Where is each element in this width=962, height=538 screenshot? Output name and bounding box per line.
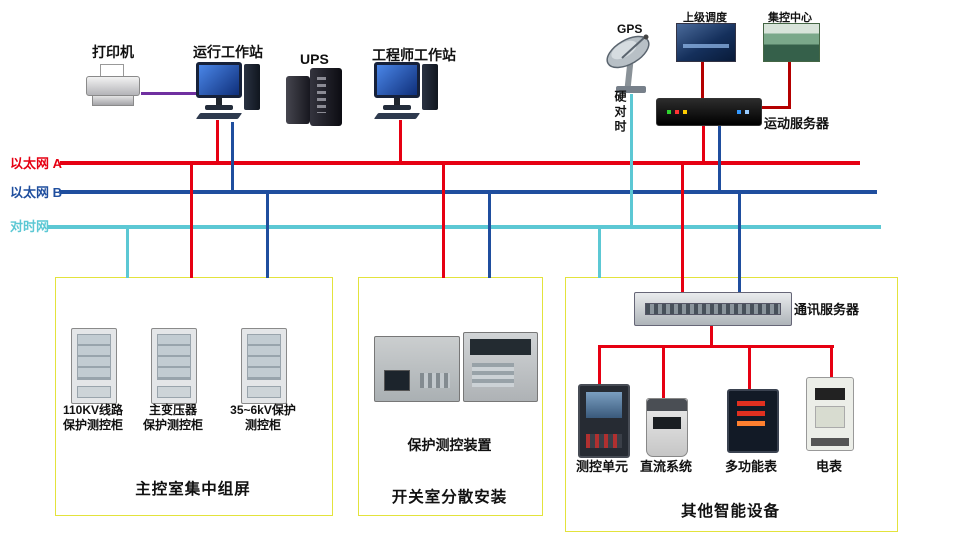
communication-server-label: 通讯服务器 xyxy=(794,302,860,317)
dc-system-label: 直流系统 xyxy=(639,459,692,474)
superior-dispatch-image xyxy=(676,23,736,62)
protection-device-2-icon xyxy=(463,332,538,402)
drop-to-dc-system xyxy=(662,347,665,399)
eth-a-drop-left-panel xyxy=(190,163,193,278)
server-to-center-link-h xyxy=(758,106,791,109)
operator-workstation-icon xyxy=(195,62,260,120)
time-drop-right-panel xyxy=(598,227,601,278)
comm-server-down-drop xyxy=(710,323,713,347)
printer-icon xyxy=(84,64,142,110)
communication-server-icon xyxy=(634,292,792,326)
gps-label: GPS xyxy=(617,22,643,36)
engineer-ws-eth-a-drop xyxy=(399,120,402,163)
mcu-label: 测控单元 xyxy=(575,459,628,474)
control-center-label: 集控中心 xyxy=(768,12,812,24)
telecontrol-server-icon xyxy=(656,98,762,126)
multimeter-label: 多功能表 xyxy=(724,459,777,474)
ethernet-a-bus xyxy=(60,161,860,165)
multifunction-meter-icon xyxy=(727,389,779,453)
eth-b-drop-left-panel xyxy=(266,192,269,278)
gps-dish-icon xyxy=(606,34,650,93)
left-panel-caption: 主控室集中组屏 xyxy=(135,481,251,498)
engineer-ws-label: 工程师工作站 xyxy=(372,47,456,63)
right-panel-caption: 其他智能设备 xyxy=(680,503,780,520)
cabinet-35-6kv-icon xyxy=(241,328,287,404)
ups-label: UPS xyxy=(300,51,329,67)
server-eth-a-drop xyxy=(702,124,705,163)
gps-time-sync-drop xyxy=(630,94,633,228)
cabinet-110kv-label: 110KV线路 保护测控柜 xyxy=(62,403,124,432)
operator-ws-eth-a-drop xyxy=(216,120,219,163)
dc-system-icon xyxy=(646,398,688,457)
cabinet-transformer-icon xyxy=(151,328,197,404)
drop-to-emeter xyxy=(830,347,833,378)
ethernet-b-bus xyxy=(60,190,877,194)
server-eth-b-drop xyxy=(718,124,721,192)
server-to-dispatch-link xyxy=(701,60,704,98)
operator-ws-label: 运行工作站 xyxy=(193,44,263,60)
cabinet-transformer-label: 主变压器 保护测控柜 xyxy=(142,403,203,432)
middle-panel-caption: 开关室分散安装 xyxy=(391,489,508,506)
server-to-center-link-v xyxy=(788,60,791,108)
emeter-label: 电表 xyxy=(815,459,842,474)
time-sync-bus xyxy=(48,225,881,229)
telecontrol-server-label: 运动服务器 xyxy=(764,116,830,131)
protection-device-label: 保护测控装置 xyxy=(407,437,492,453)
time-drop-left-panel xyxy=(126,227,129,278)
operator-ws-eth-b-drop xyxy=(231,122,234,192)
eth-b-drop-right-panel xyxy=(738,192,741,294)
ethernet-b-label: 以太网 B xyxy=(10,185,63,200)
superior-dispatch-label: 上级调度 xyxy=(683,12,727,24)
printer-label: 打印机 xyxy=(92,44,134,60)
control-center-image xyxy=(763,23,820,62)
drop-to-mcu xyxy=(598,347,601,385)
device-distribution-bus xyxy=(598,345,834,348)
engineer-workstation-icon xyxy=(373,62,438,120)
ups-icon xyxy=(286,68,344,126)
eth-a-drop-right-panel xyxy=(681,163,684,294)
ethernet-a-label: 以太网 A xyxy=(10,156,63,171)
eth-a-drop-middle-panel xyxy=(442,163,445,278)
protection-device-1-icon xyxy=(374,336,460,402)
measuring-control-unit-icon xyxy=(578,384,630,458)
printer-to-workstation-link xyxy=(141,92,198,95)
drop-to-multimeter xyxy=(748,347,751,390)
time-net-label: 对时网 xyxy=(10,219,50,234)
cabinet-35-6kv-label: 35~6kV保护 测控柜 xyxy=(230,403,296,432)
electric-meter-icon xyxy=(806,377,854,451)
hard-time-sync-label: 硬对时 xyxy=(613,90,627,135)
cabinet-110kv-icon xyxy=(71,328,117,404)
eth-b-drop-middle-panel xyxy=(488,192,491,278)
